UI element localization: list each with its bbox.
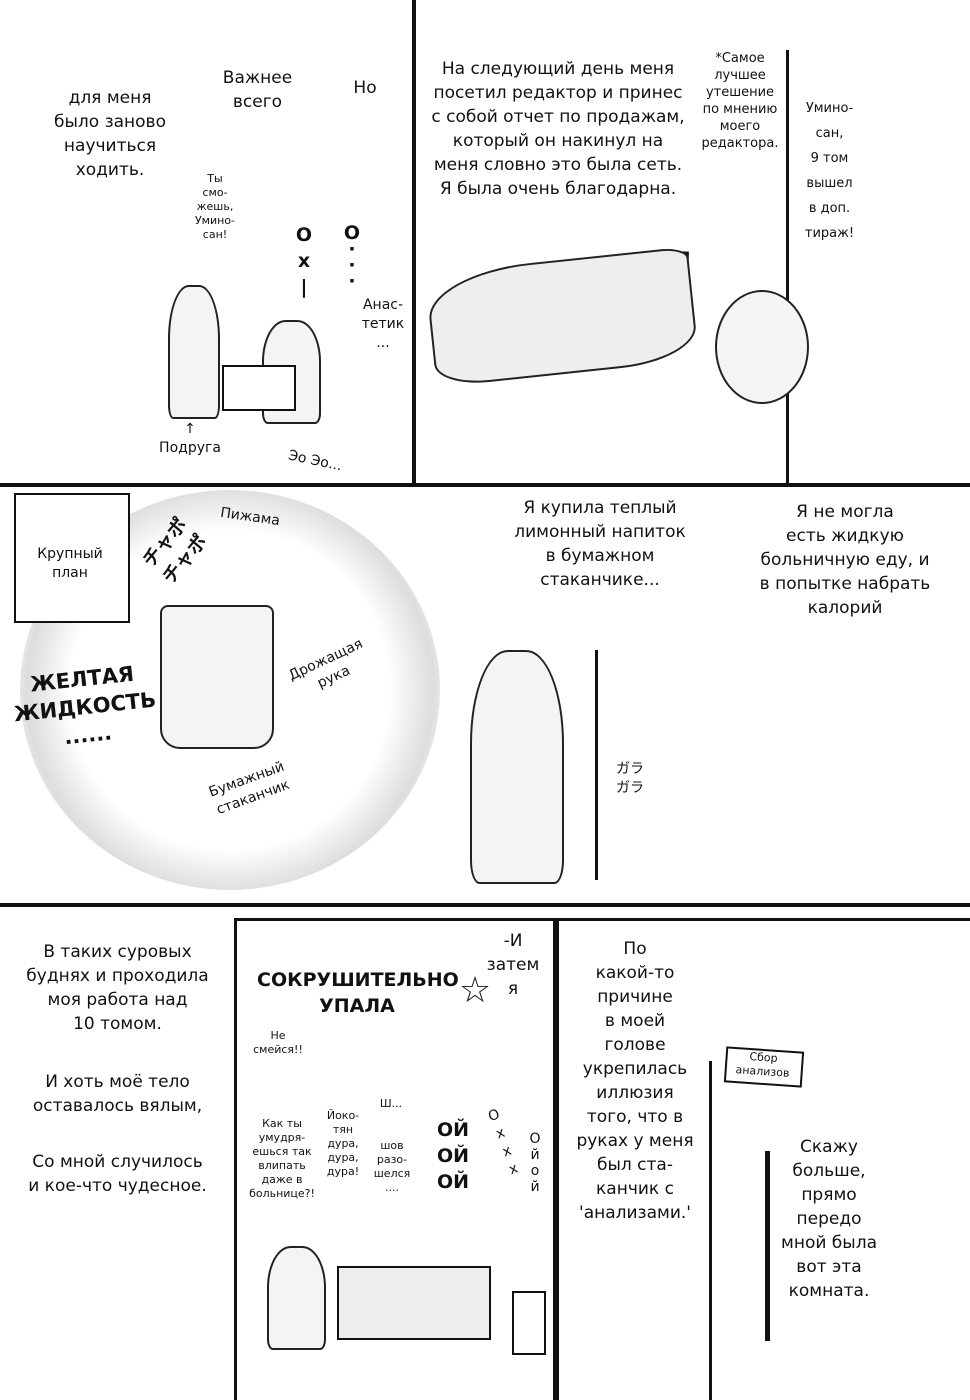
label: Крупный план — [37, 546, 103, 581]
label: ЖЕЛТАЯ ЖИДКОСТЬ ...... — [12, 661, 158, 750]
narration: Я купила теплый лимонный напиток в бумаж… — [514, 498, 686, 590]
narration: для меня было заново научиться ходить. — [54, 88, 166, 180]
trash-bin — [512, 1291, 546, 1355]
sfx: О х | — [295, 224, 313, 298]
footnote: *Самое лучшее утешение по мнению моего р… — [701, 51, 779, 151]
sales-report-sheet — [424, 246, 700, 388]
narration: На следующий день меня посетил редактор … — [431, 59, 685, 199]
label: Анас- тетик ... — [361, 297, 405, 351]
label: ↑ Подруга — [159, 421, 221, 456]
closeup-label-box — [14, 493, 130, 623]
star-icon: ☆ — [458, 970, 492, 1011]
narration: Важнее всего — [222, 68, 293, 112]
panel-divider — [412, 0, 416, 485]
narration: Я не могла есть жидкую больничную еду, и… — [759, 502, 931, 618]
panel-divider — [786, 50, 789, 485]
door-handle — [765, 1151, 770, 1341]
sfx: ОЙ ОЙ ОЙ — [436, 1119, 470, 1193]
patient-figure — [470, 650, 564, 884]
speech: Как ты умудря- ешься так влипать даже в … — [249, 1117, 315, 1200]
panel-lab-room: По какой-то причине в моей голове укрепи… — [556, 918, 970, 1400]
sfx: О й о й — [529, 1131, 541, 1195]
narration: Скажу больше, прямо передо мной была вот… — [781, 1137, 877, 1301]
editor-figure — [715, 290, 809, 404]
speech: шов разо- шелся .... — [373, 1139, 411, 1194]
panel-fall: СОКРУШИТЕЛЬНО УПАЛА ☆ -И затем я Не смей… — [234, 918, 556, 1400]
sfx: О · · · — [343, 222, 361, 292]
speech: Не смейся!! — [253, 1029, 303, 1056]
friend-figure — [267, 1246, 326, 1350]
narration: Со мной случилось и кое-что чудесное. — [28, 1152, 207, 1196]
narration: По какой-то причине в моей голове укрепи… — [576, 939, 694, 1223]
sfx: ガラ ガラ — [616, 761, 644, 796]
door-edge — [709, 1061, 712, 1400]
sfx: Эо Эо... — [286, 447, 344, 475]
speech-bubble: Ты смо- жешь, Умино- сан! — [194, 172, 236, 241]
narration: -И затем я — [486, 931, 540, 999]
iv-stand — [595, 650, 598, 880]
hospital-bed — [222, 365, 296, 411]
narration: В таких суровых буднях и проходила моя р… — [26, 942, 209, 1034]
friend-figure — [168, 285, 220, 419]
panel-divider — [0, 903, 970, 907]
speech: Йоко- тян дура, дура, дура! — [326, 1109, 360, 1178]
paper-cup — [160, 605, 274, 749]
panel-divider — [0, 483, 970, 487]
speech-bubble: Умино-сан, 9 том вышел в доп. тираж! — [804, 101, 855, 241]
narration: Но — [353, 78, 377, 98]
narration: И хоть моё тело оставалось вялым, — [32, 1072, 203, 1116]
title-text: СОКРУШИТЕЛЬНО УПАЛА — [257, 969, 459, 1017]
speech: Ш... — [379, 1097, 403, 1110]
hospital-bench — [337, 1266, 491, 1340]
sign-text: Сбор анализов — [735, 1050, 790, 1080]
